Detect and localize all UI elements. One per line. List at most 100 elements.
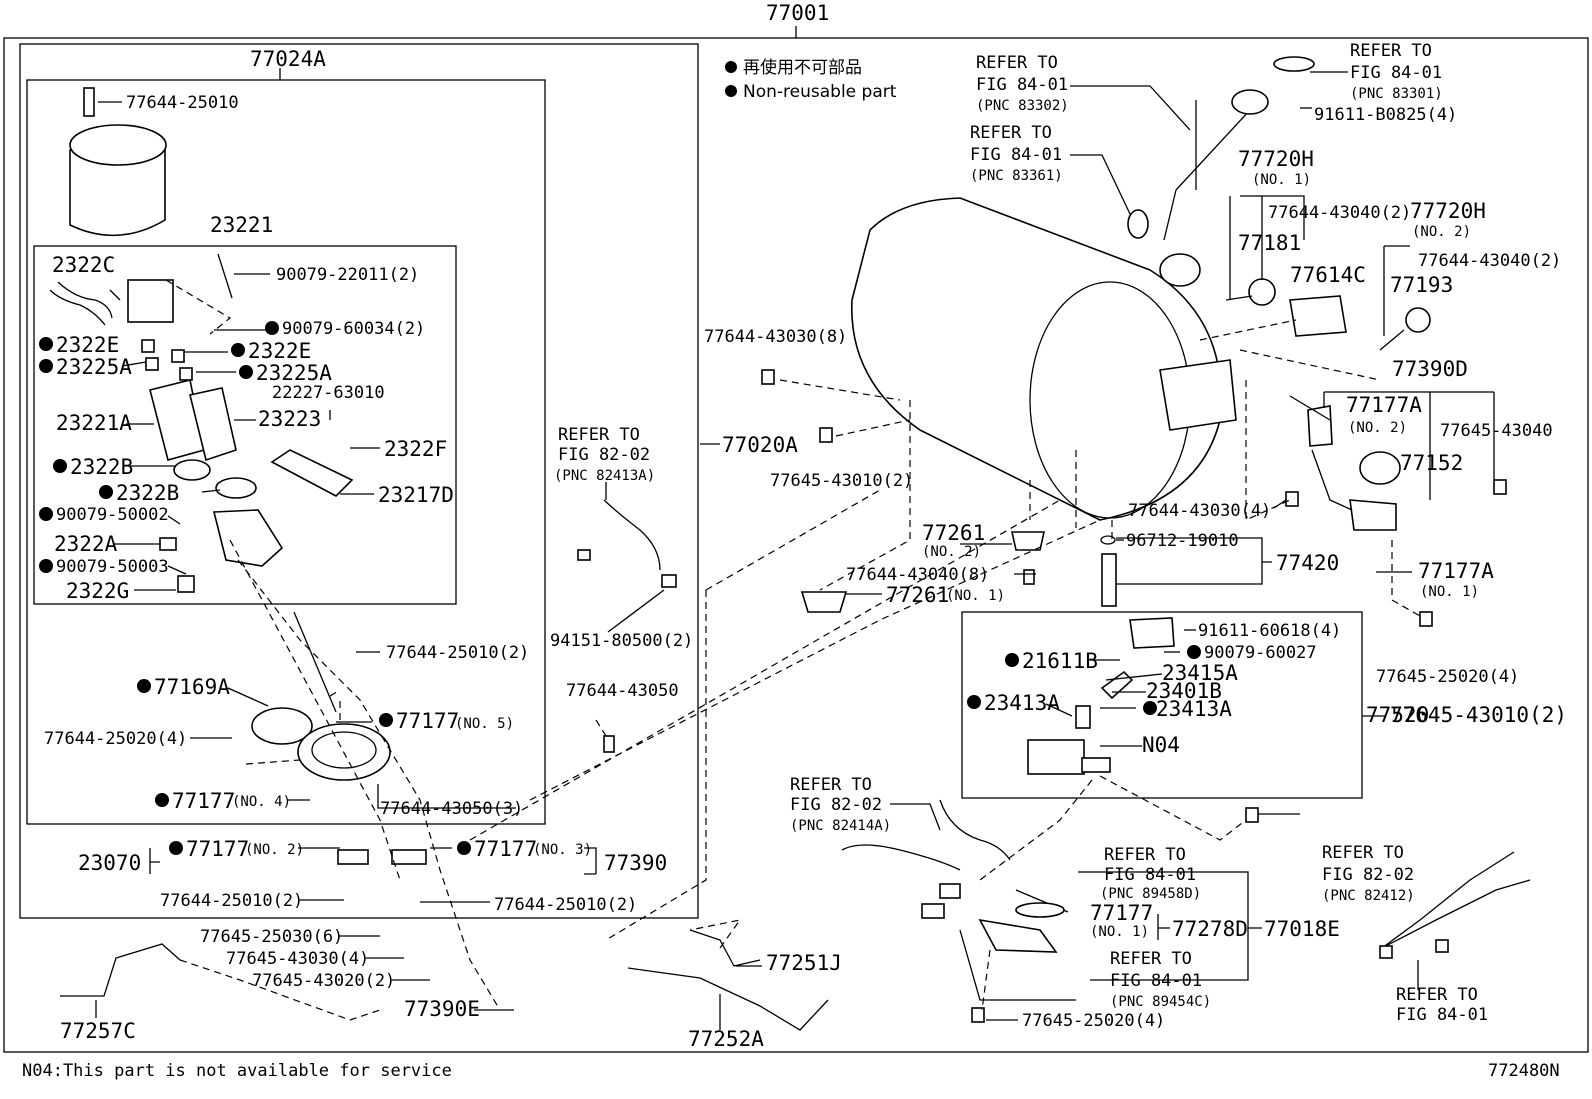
- part-label: 77169A: [154, 675, 230, 699]
- part-label: 23413A: [1156, 697, 1232, 721]
- part-label: REFER TO: [790, 775, 872, 795]
- part-label: REFER TO: [558, 425, 640, 445]
- fuel-tank: [851, 197, 1222, 521]
- part-label: 2322E: [248, 339, 311, 363]
- part-label: (PNC 83301): [1350, 86, 1443, 102]
- part-label: (PNC 89458D): [1100, 886, 1201, 902]
- nonreusable-dot-icon: [155, 793, 169, 807]
- part-label: 77644-25020(4): [44, 729, 187, 749]
- part-label: 77614C: [1290, 263, 1366, 287]
- part-subnote: (NO. 1): [1090, 924, 1149, 940]
- part-label: 2322C: [52, 253, 115, 277]
- part-label: 77644-43030(8): [704, 327, 847, 347]
- part-subnote: (NO. 2): [245, 842, 304, 858]
- footer-note: N04:This part is not available for servi…: [22, 1061, 452, 1081]
- nonreusable-dot-icon: [967, 695, 981, 709]
- pump-23223: [189, 387, 237, 462]
- part-label: 77720H: [1238, 147, 1314, 171]
- title-code: 77001: [766, 1, 829, 25]
- bolt-icon: [603, 735, 615, 753]
- part-label: 94151-80500(2): [550, 631, 693, 651]
- legend-dot-icon: [725, 61, 737, 73]
- bolt-icon: [819, 427, 833, 443]
- part-label: 77252A: [688, 1027, 764, 1051]
- part-label: 23217D: [378, 483, 454, 507]
- part-subnote: (NO. 1): [1420, 584, 1479, 600]
- nonreusable-dot-icon: [39, 559, 53, 573]
- part-label: FIG 82-02: [790, 795, 882, 815]
- part-label: FIG 84-01: [1104, 865, 1196, 885]
- part-label: 77177: [186, 837, 249, 861]
- nonreusable-dot-icon: [239, 365, 253, 379]
- nonreusable-dot-icon: [457, 841, 471, 855]
- nonreusable-dot-icon: [99, 485, 113, 499]
- part-label: 77177: [172, 789, 235, 813]
- part-label: 23401B: [1146, 679, 1222, 703]
- part-label: 2322E: [56, 333, 119, 357]
- part-label: REFER TO: [1350, 41, 1432, 61]
- part-label: 77644-43040(2): [1268, 203, 1411, 223]
- plate-2322F: [270, 449, 354, 497]
- part-label: 77644-43040(2): [1418, 251, 1561, 271]
- part-label: REFER TO: [1110, 949, 1192, 969]
- part-label: FIG 84-01: [970, 145, 1062, 165]
- part-label: FIG 84-01: [1110, 971, 1202, 991]
- part-label: 96712-19010: [1126, 531, 1239, 551]
- part-subnote: (NO. 4): [232, 794, 291, 810]
- part-label: 77261: [886, 583, 949, 607]
- part-label: 77644-25010(2): [386, 643, 529, 663]
- nonreusable-dot-icon: [265, 321, 279, 335]
- part-label: 23225A: [256, 361, 332, 385]
- part-label: 23070: [78, 851, 141, 875]
- part-label: 21611B: [1022, 649, 1098, 673]
- bolt-icon: [1023, 569, 1035, 585]
- nonreusable-dot-icon: [1187, 645, 1201, 659]
- part-label: 77645-43030(4): [226, 949, 369, 969]
- part-subnote: (NO. 2): [1412, 224, 1471, 240]
- part-subnote: (NO. 2): [922, 544, 981, 560]
- nonreusable-dot-icon: [379, 713, 393, 727]
- part-label: 77257C: [60, 1019, 136, 1043]
- part-label: 77644-43050: [566, 681, 679, 701]
- box-77024A: [19, 43, 699, 919]
- part-label: (PNC 83361): [970, 168, 1063, 184]
- part-label: 2322B: [116, 481, 179, 505]
- part-label: 77177A: [1346, 393, 1422, 417]
- part-label: 23413A: [984, 691, 1060, 715]
- nonreusable-markers: [39, 321, 1201, 855]
- part-label: 77193: [1390, 273, 1453, 297]
- part-label: 77390E: [404, 997, 480, 1021]
- part-label: (PNC 82412): [1322, 888, 1415, 904]
- part-subnote: (NO. 2): [1348, 420, 1407, 436]
- part-label: 77645-25030(6): [200, 927, 343, 947]
- part-label: REFER TO: [970, 123, 1052, 143]
- part-label: 77645-43010(2): [1390, 703, 1567, 727]
- figure-code: 772480N: [1488, 1061, 1560, 1081]
- part-label: 2322B: [70, 455, 133, 479]
- part-label: REFER TO: [1104, 845, 1186, 865]
- frames: [3, 26, 1589, 1053]
- bolt-icon: [1419, 611, 1433, 627]
- part-label: FIG 84-01: [1350, 63, 1442, 83]
- part-label: 77645-25020(4): [1376, 667, 1519, 687]
- nonreusable-dot-icon: [169, 841, 183, 855]
- part-subnote: (NO. 3): [533, 842, 592, 858]
- part-label: 90079-60027: [1204, 643, 1317, 663]
- bolt-icon: [971, 1007, 985, 1023]
- part-label: REFER TO: [976, 53, 1058, 73]
- part-label: REFER TO: [1322, 843, 1404, 863]
- sensor-77278D: [978, 918, 1058, 953]
- part-label: 2322F: [384, 437, 447, 461]
- part-label: 77644-43030(4): [1128, 501, 1271, 521]
- part-label: 23415A: [1162, 661, 1238, 685]
- part-label: 77645-43020(2): [252, 971, 395, 991]
- nonreusable-dot-icon: [1143, 701, 1157, 715]
- part-label: 77177: [1090, 901, 1153, 925]
- box-label-77520: 77520: [1366, 703, 1429, 727]
- part-label: 77278D: [1172, 917, 1248, 941]
- part-label: 77018E: [1264, 917, 1340, 941]
- part-label: FIG 82-02: [558, 445, 650, 465]
- part-label: 2322G: [66, 579, 129, 603]
- legend: 再使用不可部品 Non-reusable part: [725, 57, 897, 102]
- bolt-icon: [1245, 807, 1259, 823]
